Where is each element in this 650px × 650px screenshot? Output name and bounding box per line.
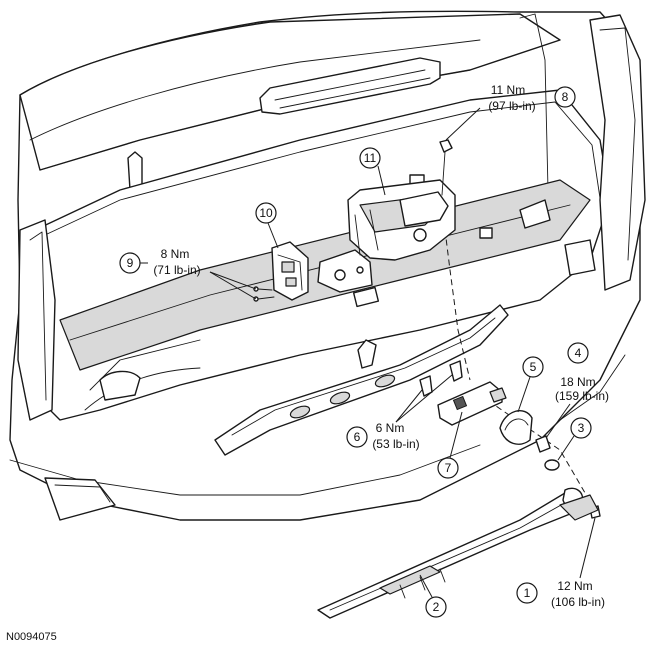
callout-1-torque-nm: 12 Nm <box>557 579 592 593</box>
callout-2-number: 2 <box>433 600 440 614</box>
callout-8-number: 8 <box>562 90 569 104</box>
callout-9: 9 8 Nm (71 lb-in) <box>119 247 257 300</box>
nut-4 <box>535 435 551 453</box>
callout-10-number: 10 <box>259 206 273 220</box>
callout-6-number: 6 <box>354 430 361 444</box>
callout-4-torque-nm: 18 Nm <box>560 375 595 389</box>
callout-1: 1 12 Nm (106 lb-in) <box>516 517 605 609</box>
callout-5: 5 <box>517 356 544 413</box>
figure-id: N0094075 <box>6 631 57 643</box>
callout-1-torque-lbin: (106 lb-in) <box>551 595 605 609</box>
callout-3: 3 <box>557 417 592 461</box>
callout-9-number: 9 <box>127 256 134 270</box>
callout-8-torque-lbin: (97 lb-in) <box>488 99 535 113</box>
wiper-motor-bracket <box>317 179 456 293</box>
callout-4: 4 18 Nm (159 lb-in) <box>545 342 609 439</box>
callout-6-torque-lbin: (53 lb-in) <box>372 437 419 451</box>
callout-2: 2 <box>419 574 447 618</box>
latch-assembly <box>271 241 309 301</box>
callout-7-number: 7 <box>445 461 452 475</box>
callout-4-torque-lbin: (159 lb-in) <box>555 389 609 403</box>
callout-5-number: 5 <box>530 360 537 374</box>
grommet-3 <box>544 459 560 471</box>
lamp-bracket-7 <box>437 381 507 426</box>
callout-6-torque-nm: 6 Nm <box>376 421 405 435</box>
nut-8 <box>439 139 453 196</box>
callout-9-torque-lbin: (71 lb-in) <box>153 263 200 277</box>
callout-8-torque-nm: 11 Nm <box>491 83 525 97</box>
callout-11: 11 <box>359 147 386 196</box>
wiper-cap-5 <box>499 410 533 445</box>
callout-8: 11 Nm (97 lb-in) 8 <box>445 83 576 141</box>
callout-7: 7 <box>437 411 463 479</box>
callout-11-number: 11 <box>364 151 377 165</box>
callout-3-number: 3 <box>578 421 585 435</box>
callout-6: 6 6 Nm (53 lb-in) <box>346 374 453 451</box>
callout-10: 10 <box>255 202 279 249</box>
screws-6 <box>419 360 463 397</box>
callout-1-number: 1 <box>524 586 531 600</box>
callout-4-number: 4 <box>575 346 582 360</box>
wiper-arm-blade <box>317 487 599 619</box>
callout-9-torque-nm: 8 Nm <box>161 247 190 261</box>
